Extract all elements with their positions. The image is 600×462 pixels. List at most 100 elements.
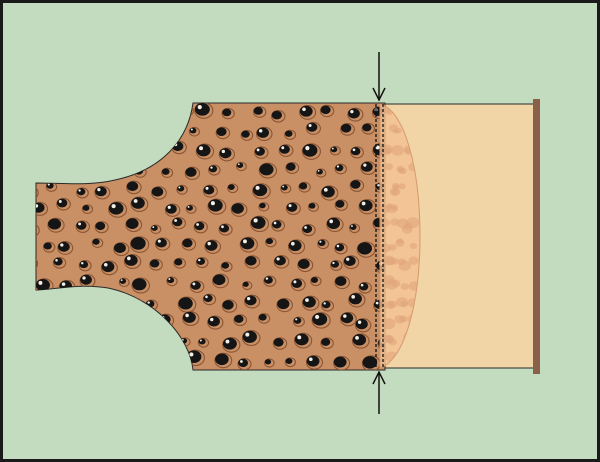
fabric-spot <box>212 273 229 289</box>
fabric-spot <box>94 221 109 234</box>
fabric-spot <box>272 337 288 350</box>
fabric-spot <box>75 220 91 233</box>
fabric-spot <box>361 122 376 135</box>
fabric-spot <box>319 104 335 118</box>
fabric-spot <box>244 255 261 269</box>
fabric-spot <box>208 164 221 176</box>
fabric-spot <box>280 183 292 194</box>
fabric-spot <box>36 256 39 272</box>
fabric-spot <box>287 239 306 255</box>
fabric-spot <box>36 201 49 216</box>
fabric-spot <box>131 277 151 294</box>
fabric-spot <box>207 198 227 215</box>
fabric-spot <box>237 357 252 370</box>
fabric-spot <box>333 355 351 370</box>
fabric-spot <box>351 333 370 349</box>
fabric-spot <box>299 105 317 120</box>
fabric-spot <box>258 313 271 324</box>
fabric-spot <box>276 297 293 313</box>
faded-spot <box>398 260 411 271</box>
fabric-spot <box>329 145 341 156</box>
fabric-spot <box>164 203 181 217</box>
fabric-spot <box>176 184 188 195</box>
faded-spot <box>382 318 396 330</box>
fabric-spot <box>252 183 271 200</box>
fabric-spot <box>241 329 261 347</box>
faded-spot <box>380 144 393 155</box>
fabric-spot <box>78 260 92 272</box>
fabric-spot <box>123 254 142 270</box>
fabric-spot <box>36 223 40 238</box>
fabric-spot <box>207 315 224 330</box>
fabric-spot <box>265 237 277 248</box>
fabric-spot <box>76 187 89 199</box>
fabric-spot <box>310 276 322 287</box>
arrow-down-marker <box>372 52 386 102</box>
fabric-spot <box>284 357 296 368</box>
fabric-spot <box>150 224 162 235</box>
faded-spot <box>385 256 397 266</box>
faded-spot <box>396 297 408 307</box>
fabric-spot <box>263 275 277 287</box>
fabric-spot <box>270 109 286 123</box>
fabric-spot <box>348 292 366 308</box>
fabric-spot <box>197 337 210 348</box>
fabric-spot <box>264 358 275 368</box>
fabric-spot <box>184 166 201 181</box>
hem-rod <box>533 99 540 374</box>
fabric-spot <box>56 197 71 211</box>
fabric-spot <box>108 201 128 218</box>
fabric-spot <box>349 179 365 192</box>
fabric-spot <box>171 216 186 230</box>
fabric-spot <box>202 293 217 306</box>
fabric-spot <box>311 312 331 329</box>
fabric-spot <box>151 186 167 200</box>
fabric-spot <box>297 258 314 273</box>
fabric-spot <box>118 277 130 288</box>
faded-spot <box>384 163 394 171</box>
fabric-spot <box>284 129 297 140</box>
fabric-spot <box>305 354 323 370</box>
fabric-spot <box>273 255 290 269</box>
fabric-spot <box>334 242 348 255</box>
fabric-spot <box>47 217 65 233</box>
faded-spot <box>398 183 406 190</box>
faded-spot <box>388 124 399 133</box>
fabric-spot <box>194 103 214 119</box>
fabric-spot <box>307 202 319 212</box>
fabric-spot <box>358 281 372 294</box>
fabric-spot <box>154 237 171 251</box>
faded-spot <box>396 218 409 229</box>
fabric-spot <box>334 163 347 175</box>
fabric-spot <box>326 217 344 233</box>
fabric-spot <box>320 185 339 201</box>
fabric-spot <box>340 311 357 327</box>
fabric-spot <box>100 260 118 276</box>
faded-spot <box>396 238 404 244</box>
fabric-spot <box>204 239 222 254</box>
fabric-spot <box>149 258 163 271</box>
fabric-spot <box>182 311 200 327</box>
faded-spot <box>389 187 401 196</box>
fabric-spot <box>240 129 254 141</box>
fabric-spot <box>161 167 174 179</box>
fabric-spot <box>285 201 301 215</box>
fabric-spot <box>301 295 320 311</box>
fabric-spot <box>356 241 376 258</box>
fabric-spot <box>250 215 270 233</box>
fabric-spot <box>305 121 321 135</box>
fabric-spot <box>271 219 286 232</box>
fabric-spot <box>334 199 348 211</box>
fabric-spot <box>94 185 111 200</box>
fabric-spot <box>230 202 248 217</box>
fabric-spot <box>255 126 273 142</box>
fabric-spot <box>166 276 178 287</box>
fabric-spot <box>42 241 56 253</box>
fabric-spot <box>81 204 94 215</box>
fabric-spot <box>235 161 247 172</box>
fabric-spot <box>244 294 261 309</box>
fabric-spot <box>91 237 104 248</box>
faded-spot <box>388 243 397 251</box>
fabric-spot <box>222 336 241 353</box>
